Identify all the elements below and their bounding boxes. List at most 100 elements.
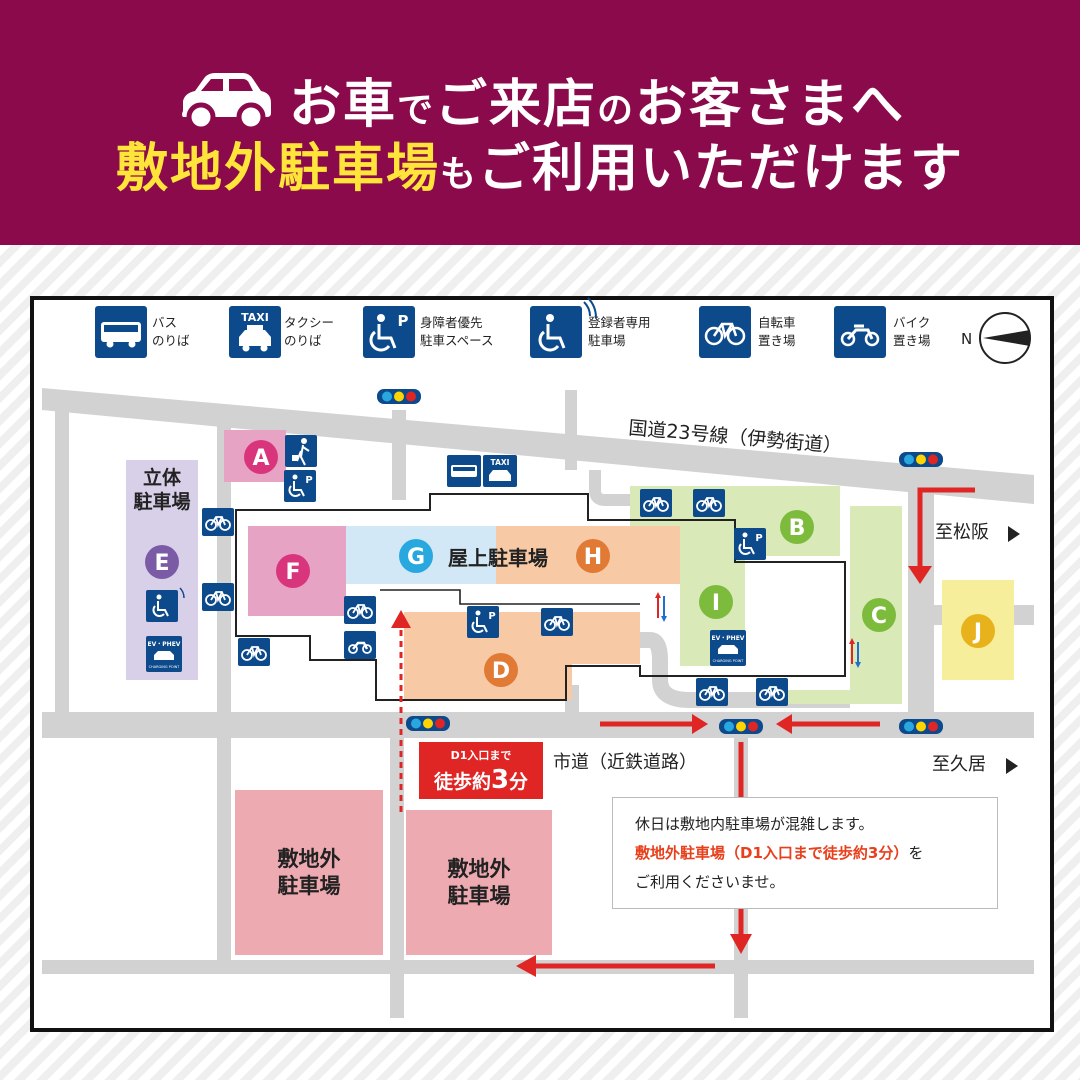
headline-part: ご利用いただけます (478, 139, 965, 199)
building-inner-line (380, 589, 640, 605)
to-hisai-label: 至久居 (932, 754, 986, 775)
multistory-label-1: 立体 (143, 466, 182, 489)
marker-d-icon (484, 653, 518, 687)
city-road-label: 市道（近鉄道路） (553, 752, 697, 773)
legend-bicycle-line1: 自転車 (758, 315, 796, 330)
traffic-lights (377, 389, 943, 734)
bicycle-icon (692, 488, 726, 518)
offsite2-label-2: 駐車場 (448, 884, 511, 908)
wheelchair-parking-icon (283, 469, 317, 503)
building-outline (235, 493, 846, 701)
marker-c-icon (862, 598, 896, 632)
arrow-heads (391, 566, 932, 977)
offsite-parking-2 (406, 810, 552, 955)
headline-line-2: 敷地外駐車場もご利用いただけます (0, 126, 1080, 201)
offsite-parking-1 (235, 790, 383, 955)
marker-d: D (492, 659, 510, 684)
legend-accessible-line1: 身障者優先 (420, 315, 483, 330)
road-v5 (565, 390, 577, 470)
walk-badge-line2: 徒歩約3分 (419, 765, 543, 795)
ev-sub-label: CHARGING POINT (149, 665, 181, 669)
motorbike-icon (344, 631, 376, 659)
bicycle-icon (201, 582, 235, 612)
marker-e-icon (145, 545, 179, 579)
wheelchair-parking-icon (733, 527, 767, 561)
two-way-arrow-icon (849, 638, 861, 668)
bicycle-icon (201, 507, 235, 537)
walk-number: 3 (490, 765, 510, 795)
marker-h: H (584, 545, 602, 570)
walk-prefix: 徒歩約 (433, 771, 491, 793)
wheelchair-parking-icon (466, 605, 500, 639)
info-note: 休日は敷地内駐車場が混雑します。 敷地外駐車場（D1入口まで徒歩約3分）を ご利… (612, 797, 998, 909)
note-line2-suffix: を (908, 844, 924, 862)
ev-charging-icon: EV・PHEV CHARGING POINT (710, 630, 746, 666)
marker-a-icon (244, 440, 278, 474)
motorbike-icon (834, 306, 886, 358)
registered-wheelchair-icon (146, 587, 185, 622)
legend-registered-line1: 登録者専用 (588, 315, 651, 330)
marker-b: B (789, 516, 806, 541)
marker-c: C (871, 604, 887, 629)
marker-e: E (154, 551, 169, 576)
legend-registered-line2: 駐車場 (588, 333, 626, 348)
headline-line-1: お車でご来店のお客さまへ (0, 62, 1080, 146)
walk-time-badge: D1入口まで 徒歩約3分 (419, 742, 543, 799)
headline-part: も (439, 154, 478, 195)
marker-h-icon (576, 539, 610, 573)
marker-f-icon (276, 554, 310, 588)
marker-f: F (285, 560, 300, 585)
wheelchair-parking-icon: P (363, 306, 415, 358)
direction-arrow-icon (1006, 758, 1018, 774)
compass-label: N (961, 330, 972, 348)
compass-icon (979, 312, 1031, 364)
road-v1 (217, 420, 231, 720)
marker-j-icon (961, 614, 995, 648)
note-line2: 敷地外駐車場（D1入口まで徒歩約3分）を (635, 839, 997, 868)
taxi-icon-text: TAXI (241, 311, 269, 324)
multistory-label-2: 駐車場 (133, 490, 190, 513)
legend-bus-line1: バス (152, 315, 177, 330)
two-way-arrow-icon (655, 592, 667, 622)
legend-accessible-line2: 駐車スペース (420, 333, 494, 348)
traffic-light-icon (406, 716, 450, 731)
route-arrow-matsusaka (917, 487, 975, 568)
road-v3 (392, 410, 406, 500)
route23-road (42, 388, 1034, 504)
west-road (55, 400, 69, 720)
note-line1: 休日は敷地内駐車場が混雑します。 (635, 815, 874, 833)
taxi-icon: TAXI (229, 306, 281, 358)
header-banner: お車でご来店のお客さまへ 敷地外駐車場もご利用いただけます (0, 0, 1080, 245)
parking-d-area (404, 612, 640, 700)
headline-part: の (597, 90, 636, 131)
offsite1-label-1: 敷地外 (278, 847, 341, 871)
road-v4 (390, 738, 404, 1018)
traffic-light-icon (377, 389, 421, 404)
legend-bike-line2: 置き場 (893, 333, 931, 348)
bicycle-icon (695, 677, 729, 707)
taxi-icon: TAXI (483, 455, 517, 487)
registered-wheelchair-icon (530, 297, 597, 358)
walk-badge-line1: D1入口まで (450, 749, 512, 762)
marker-b-icon (780, 510, 814, 544)
traffic-light-icon (719, 719, 763, 734)
legend-taxi-line1: タクシー (284, 315, 334, 330)
legend-bus-line2: のりば (152, 333, 190, 348)
bicycle-icon (699, 306, 751, 358)
offsite2-label-1: 敷地外 (448, 857, 511, 881)
bicycle-icon (343, 595, 377, 625)
marker-g: G (407, 545, 425, 570)
bicycle-icon (237, 637, 271, 667)
headline-highlight: 敷地外駐車場 (115, 139, 440, 199)
marker-a: A (252, 446, 269, 471)
car-icon (175, 71, 275, 146)
rooftop-label: 屋上駐車場 (448, 546, 548, 570)
parking-c-area (780, 506, 902, 704)
headline-part: お車 (288, 75, 397, 135)
ev-label: EV・PHEV (148, 641, 181, 648)
ev-sub-label: CHARGING POINT (713, 659, 745, 663)
legend-bike-line1: バイク (893, 315, 930, 330)
marker-i-icon (699, 585, 733, 619)
bus-icon (447, 455, 481, 487)
